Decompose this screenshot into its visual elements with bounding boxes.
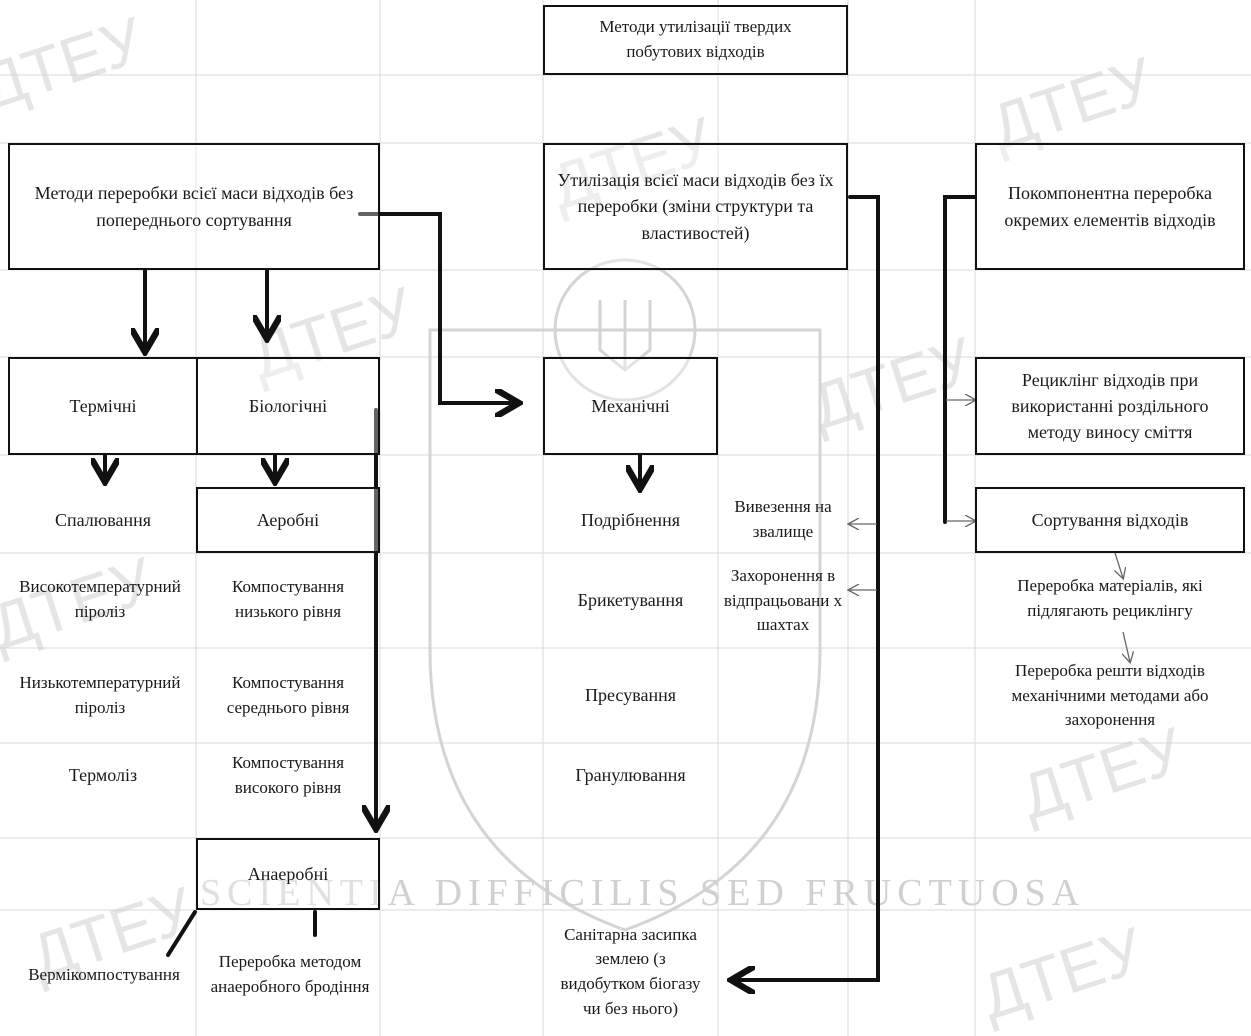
category-thermal: Термічні: [8, 357, 198, 455]
sanitary-item: Санітарна засипка землею (з видобутком б…: [560, 924, 701, 1018]
anaerobic-item: Переробка методом анаеробного бродіння: [210, 952, 370, 996]
category-mechanical: Механічні: [543, 357, 718, 455]
aerobic-item: Компостування середнього рівня: [226, 673, 350, 717]
thermal-item: Спалювання: [54, 509, 151, 530]
group-no-processing: Утилізація всієї маси відходів без їх пе…: [543, 143, 848, 270]
group-no-sorting: Методи переробки всієї маси відходів без…: [8, 143, 380, 270]
disposal-item: Вивезення на звалище: [734, 497, 832, 541]
aerobic-item: Компостування високого рівня: [231, 753, 345, 797]
mechanical-item: Гранулювання: [575, 764, 686, 785]
recyclable-item: Переробка матеріалів, які підлягають рец…: [1017, 576, 1203, 620]
category-aerobic: Аеробні: [196, 487, 380, 553]
thermal-item: Високотемпературний піроліз: [19, 577, 181, 621]
mechanical-item: Брикетування: [577, 589, 684, 610]
category-biological: Біологічні: [196, 357, 380, 455]
sorting-box: Сортування відходів: [975, 487, 1245, 553]
diagram-title: Методи утилізації твердих побутових відх…: [543, 5, 848, 75]
anaerobic-item: Вермікомпостування: [28, 964, 180, 984]
mechanical-item: Подрібнення: [581, 509, 680, 530]
rest-item: Переробка решти відходів механічними мет…: [1011, 661, 1209, 730]
aerobic-item: Компостування низького рівня: [231, 577, 345, 621]
thermal-item: Термоліз: [68, 764, 138, 785]
category-anaerobic: Анаеробні: [196, 838, 380, 910]
thermal-item: Низькотемпературний піроліз: [19, 673, 181, 717]
mechanical-item: Пресування: [585, 684, 676, 705]
recycling-box: Рециклінг відходів при використанні розд…: [975, 357, 1245, 455]
group-component: Покомпонентна переробка окремих елементі…: [975, 143, 1245, 270]
disposal-item: Захоронення в відпрацьовани х шахтах: [723, 566, 843, 635]
